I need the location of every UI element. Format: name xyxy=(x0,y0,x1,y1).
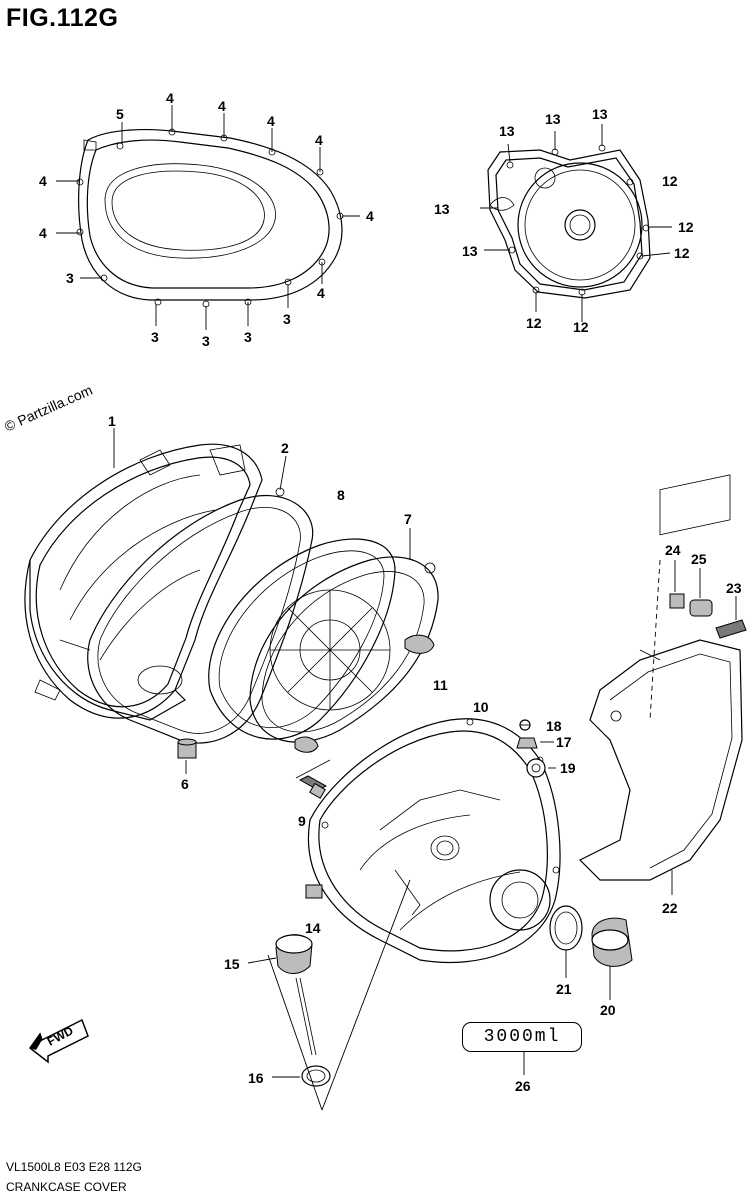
callout-24: 24 xyxy=(665,542,681,558)
figure-title: FIG.112G xyxy=(6,4,119,32)
capacity-marking: 3000ml xyxy=(462,1022,582,1052)
callout-25: 25 xyxy=(691,551,707,567)
callout-4g: 4 xyxy=(39,225,47,241)
callout-2: 2 xyxy=(281,440,289,456)
callout-12c: 12 xyxy=(674,245,690,261)
part-1-clutch-cover xyxy=(24,443,263,721)
callout-16: 16 xyxy=(248,1070,264,1086)
callout-8: 8 xyxy=(337,487,345,503)
part-6-dowel-pin xyxy=(177,738,197,759)
parts-23-24-25 xyxy=(669,593,747,639)
callout-4d: 4 xyxy=(315,132,323,148)
callout-14: 14 xyxy=(305,920,321,936)
callout-5: 5 xyxy=(116,106,124,122)
model-code: VL1500L8 E03 E28 112G xyxy=(6,1160,142,1174)
callout-10: 10 xyxy=(473,699,489,715)
clutch-cover-top xyxy=(76,128,344,308)
callout-11: 11 xyxy=(433,677,448,693)
callout-7: 7 xyxy=(404,511,412,527)
callout-18: 18 xyxy=(546,718,562,734)
leader-lines xyxy=(56,105,737,1078)
callout-1: 1 xyxy=(108,413,116,429)
callout-4f: 4 xyxy=(39,173,47,189)
callout-17: 17 xyxy=(556,734,572,750)
callout-26: 26 xyxy=(515,1078,531,1094)
part-10-generator-cover xyxy=(307,718,561,964)
part-8-gasket-outer xyxy=(208,538,396,740)
callout-4h: 4 xyxy=(317,285,325,301)
callout-6: 6 xyxy=(181,776,189,792)
callout-3d: 3 xyxy=(244,329,252,345)
callout-12b: 12 xyxy=(678,219,694,235)
callout-13e: 13 xyxy=(462,243,478,259)
callout-20: 20 xyxy=(600,1002,616,1018)
callout-22: 22 xyxy=(662,900,678,916)
callout-3c: 3 xyxy=(202,333,210,349)
dowel-pin-lower xyxy=(305,884,323,899)
fwd-arrow: FWD xyxy=(28,1018,89,1064)
callout-13d: 13 xyxy=(434,201,450,217)
callout-13a: 13 xyxy=(499,123,515,139)
callout-4c: 4 xyxy=(267,113,275,129)
parts-14-15-16-oil-gauge xyxy=(267,879,411,1111)
callout-3b: 3 xyxy=(151,329,159,345)
generator-cover-top xyxy=(487,144,651,299)
callout-4b: 4 xyxy=(218,98,226,114)
callout-13c: 13 xyxy=(592,106,608,122)
part-22-side-cover xyxy=(578,474,743,881)
callout-labels: 1 2 3 3 3 3 3 4 4 4 4 4 4 4 4 5 6 7 8 9 … xyxy=(39,90,742,1094)
part-9-bolt xyxy=(295,759,331,799)
callout-12d: 12 xyxy=(526,315,542,331)
callout-15: 15 xyxy=(224,956,240,972)
callout-12a: 12 xyxy=(662,173,678,189)
callout-19: 19 xyxy=(560,760,576,776)
part-7-cover-plate xyxy=(249,556,439,753)
callout-3a: 3 xyxy=(66,270,74,286)
callout-4e: 4 xyxy=(366,208,374,224)
parts-17-18-19 xyxy=(516,719,546,778)
part-20-plug xyxy=(549,905,633,967)
callout-23: 23 xyxy=(726,580,742,596)
figure-caption: CRANKCASE COVER xyxy=(6,1180,127,1194)
callout-3e: 3 xyxy=(283,311,291,327)
callout-9: 9 xyxy=(298,813,306,829)
callout-21: 21 xyxy=(556,981,572,997)
callout-13b: 13 xyxy=(545,111,561,127)
callout-12e: 12 xyxy=(573,319,589,335)
part-2-gasket xyxy=(87,487,314,744)
callout-4a: 4 xyxy=(166,90,174,106)
